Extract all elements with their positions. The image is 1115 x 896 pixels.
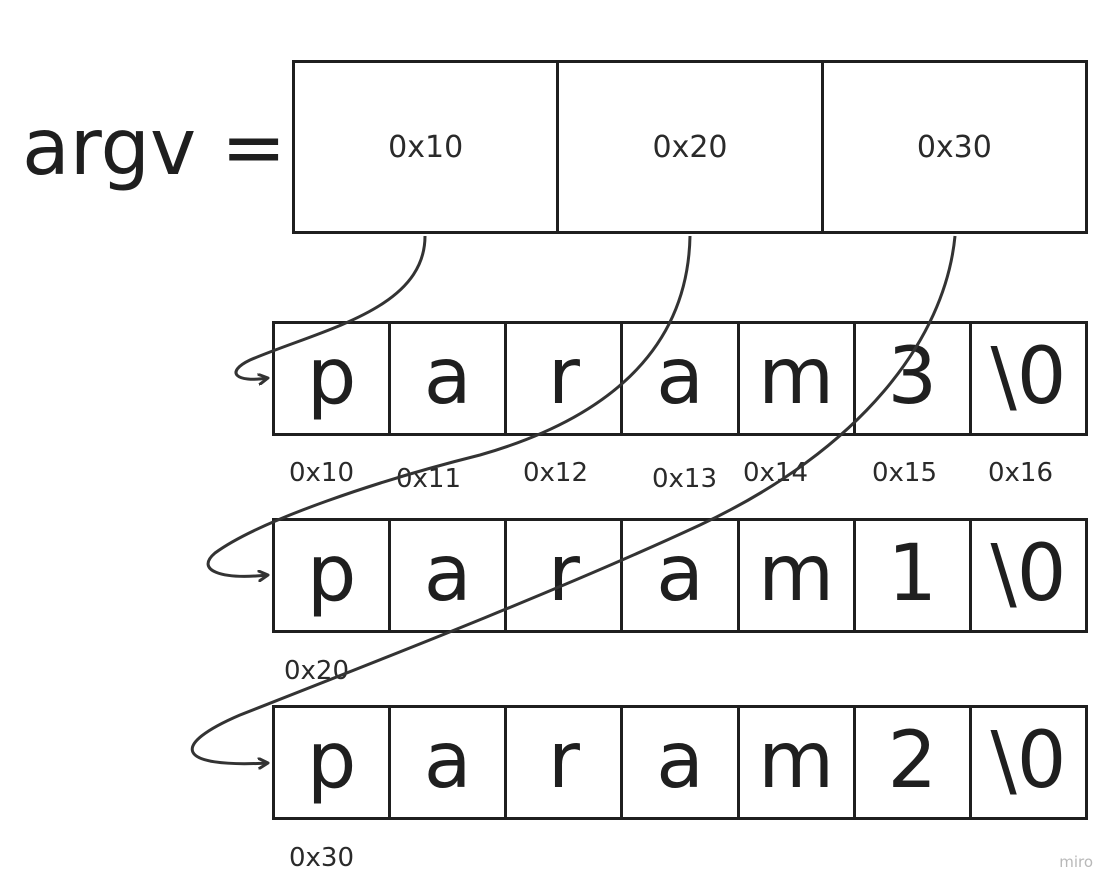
char-cell: a xyxy=(620,518,740,633)
argv-label: argv = xyxy=(22,103,287,193)
null-terminator-cell: \0 xyxy=(968,705,1088,820)
char-cell: r xyxy=(504,518,624,633)
char-cell: m xyxy=(736,518,856,633)
string-row-param3: p a r a m 3 \0 xyxy=(272,321,1088,436)
char-cell: r xyxy=(504,321,624,436)
argv-cell-0: 0x10 xyxy=(292,60,560,234)
address-label: 0x30 xyxy=(289,843,355,873)
address-label: 0x13 xyxy=(652,464,718,494)
char-cell: p xyxy=(272,321,392,436)
argv-cell-1: 0x20 xyxy=(556,60,824,234)
char-cell: a xyxy=(620,705,740,820)
char-cell: a xyxy=(620,321,740,436)
char-cell: p xyxy=(272,705,392,820)
char-cell: a xyxy=(388,321,508,436)
char-cell: 3 xyxy=(852,321,972,436)
char-cell: 2 xyxy=(852,705,972,820)
address-label: 0x20 xyxy=(284,656,350,686)
miro-watermark: miro xyxy=(1059,853,1093,871)
argv-array: 0x10 0x20 0x30 xyxy=(292,60,1088,234)
char-cell: r xyxy=(504,705,624,820)
string-row-param1: p a r a m 1 \0 xyxy=(272,518,1088,633)
char-cell: m xyxy=(736,705,856,820)
char-cell: p xyxy=(272,518,392,633)
address-label: 0x16 xyxy=(988,458,1054,488)
char-cell: 1 xyxy=(852,518,972,633)
argv-cell-2: 0x30 xyxy=(820,60,1088,234)
char-cell: a xyxy=(388,518,508,633)
address-label: 0x12 xyxy=(523,458,589,488)
address-label: 0x10 xyxy=(289,458,355,488)
null-terminator-cell: \0 xyxy=(968,518,1088,633)
address-label: 0x14 xyxy=(743,458,809,488)
char-cell: m xyxy=(736,321,856,436)
address-label: 0x15 xyxy=(872,458,938,488)
string-row-param2: p a r a m 2 \0 xyxy=(272,705,1088,820)
null-terminator-cell: \0 xyxy=(968,321,1088,436)
address-label: 0x11 xyxy=(396,464,462,494)
char-cell: a xyxy=(388,705,508,820)
